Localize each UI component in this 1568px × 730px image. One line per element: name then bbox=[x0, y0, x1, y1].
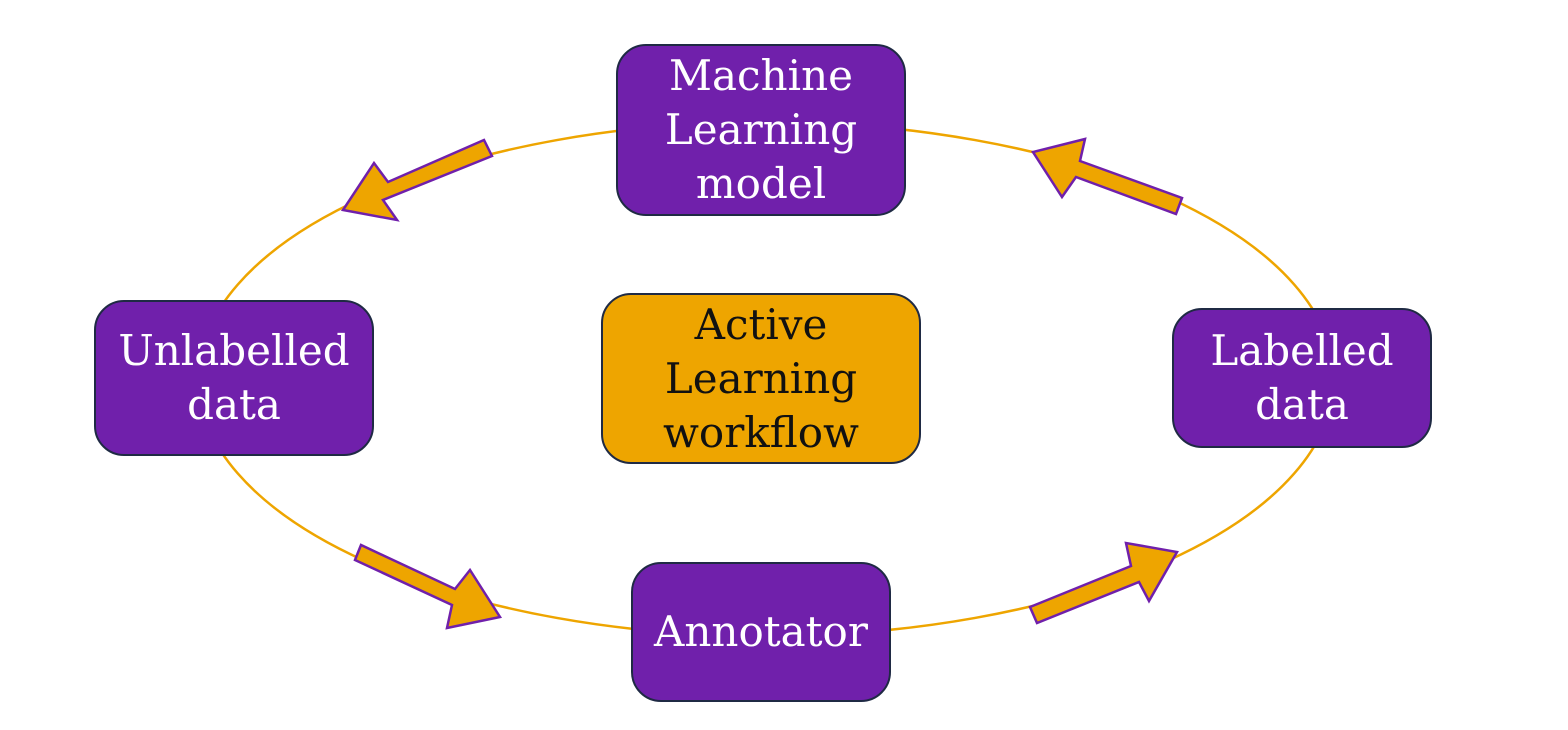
arrow-labelled-to-model bbox=[1031, 137, 1184, 216]
arrow-unlabelled-to-annotator bbox=[353, 543, 503, 630]
node-machine-learning-model: Machine Learning model bbox=[616, 44, 906, 216]
node-labelled-data-label: Labelled data bbox=[1210, 326, 1394, 429]
node-annotator-label: Annotator bbox=[654, 607, 868, 656]
node-unlabelled-data: Unlabelled data bbox=[94, 300, 374, 456]
node-active-learning-workflow-label: Active Learning workflow bbox=[662, 299, 859, 457]
node-active-learning-workflow: Active Learning workflow bbox=[601, 293, 921, 464]
node-unlabelled-data-label: Unlabelled data bbox=[118, 326, 350, 429]
node-labelled-data: Labelled data bbox=[1172, 308, 1432, 448]
node-annotator: Annotator bbox=[631, 562, 891, 702]
node-machine-learning-model-label: Machine Learning model bbox=[664, 51, 858, 208]
arrow-model-to-unlabelled bbox=[340, 138, 494, 222]
arrow-annotator-to-labelled bbox=[1028, 541, 1179, 625]
